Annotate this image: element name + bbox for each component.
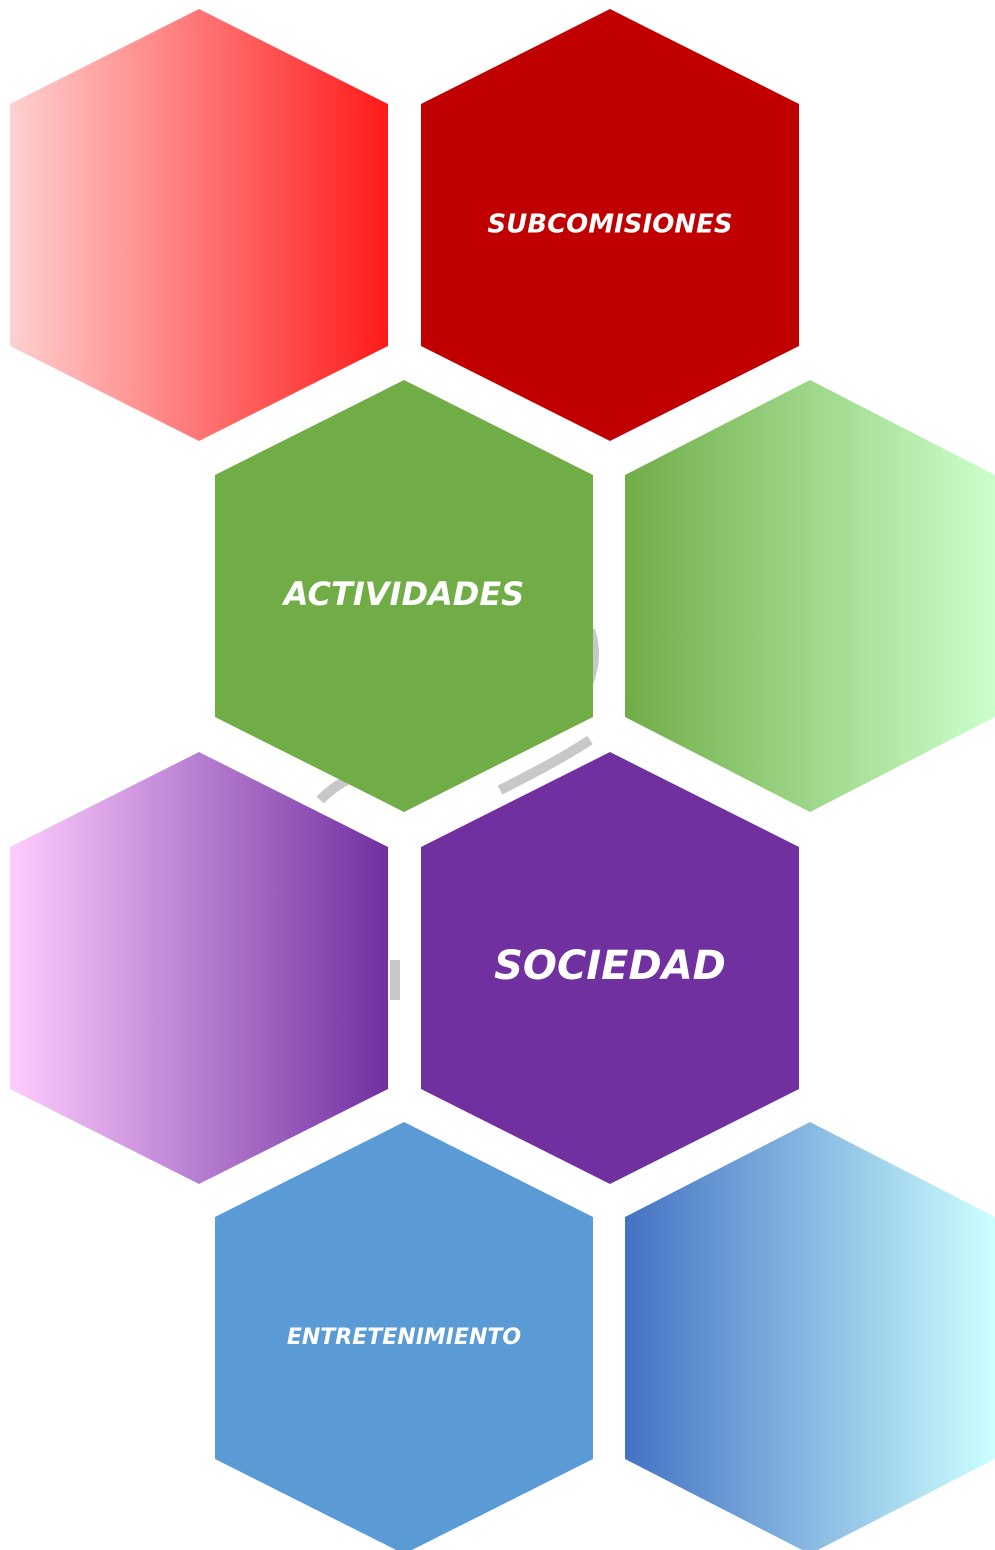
hexagon-shape-blue-gradient [625, 1122, 995, 1550]
hexagon-shape-entretenimiento [215, 1122, 593, 1550]
hexagon-shape-subcomisiones [421, 9, 799, 441]
hexagon-sociedad: SOCIEDAD [421, 752, 799, 1184]
hexagon-label-subcomisiones: SUBCOMISIONES [487, 210, 732, 240]
hexagon-shape-red-gradient [10, 9, 388, 441]
hexagon-purple-gradient [10, 752, 388, 1184]
hexagon-subcomisiones: SUBCOMISIONES [421, 9, 799, 441]
hexagon-red-gradient [10, 9, 388, 441]
hexagon-blue-gradient [625, 1122, 995, 1550]
hexagon-shape-green-gradient [625, 380, 995, 812]
hexagon-shape-sociedad [421, 752, 799, 1184]
hexagon-shape-actividades [215, 380, 593, 812]
hexagon-label-actividades: ACTIVIDADES [281, 575, 524, 613]
hexagon-actividades: ACTIVIDADES [215, 380, 593, 812]
hexagon-green-gradient [625, 380, 995, 812]
hexagon-shape-purple-gradient [10, 752, 388, 1184]
hexagon-entretenimiento: ENTRETENIMIENTO [215, 1122, 593, 1550]
hexagon-label-sociedad: SOCIEDAD [494, 943, 726, 989]
hexagon-label-entretenimiento: ENTRETENIMIENTO [287, 1325, 521, 1350]
